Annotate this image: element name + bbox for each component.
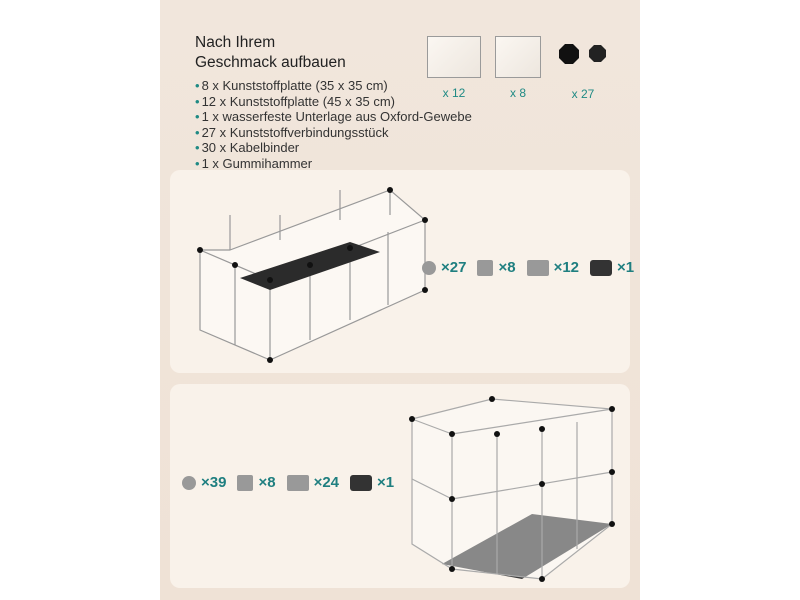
connector-icon [182,475,196,490]
contents-list: •8 x Kunststoffplatte (35 x 35 cm) •12 x… [195,78,472,171]
config-low-legend: ×27 ×8 ×12 ×1 [422,259,634,276]
config-low-panel: ×27 ×8 ×12 ×1 [170,170,634,373]
heading: Nach Ihrem Geschmack aufbauen [195,34,346,71]
mat-icon [590,259,613,276]
small-panel-image [495,36,541,78]
mat-icon [350,474,373,491]
list-item: •12 x Kunststoffplatte (45 x 35 cm) [195,93,395,109]
small-panel-part: x 8 [495,36,541,100]
low-enclosure-image [197,187,428,363]
large-panel-icon [526,259,549,276]
list-item: •30 x Kabelbinder [195,140,300,155]
list-item: •27 x Kunststoffverbindungsstück [195,124,389,140]
connector-part: x 27 [553,36,613,101]
list-item: •8 x Kunststoffplatte (35 x 35 cm) [195,78,388,93]
list-item: •1 x wasserfeste Unterlage aus Oxford-Ge… [195,109,472,124]
product-infographic: Nach Ihrem Geschmack aufbauen •8 x Kunst… [160,0,640,600]
tall-enclosure-image [409,396,615,582]
large-panel-icon [286,474,309,491]
config-tall-panel: ×39 ×8 ×24 ×1 [170,384,630,588]
config-tall-legend: ×39 ×8 ×24 ×1 [182,474,394,491]
large-panel-image [427,36,481,78]
list-item: •1 x Gummihammer [195,155,313,171]
connector-icon [422,260,436,275]
small-panel-icon [477,259,494,276]
small-panel-icon [237,474,254,491]
large-panel-part: x 12 [427,36,481,100]
connector-icon [559,44,606,64]
